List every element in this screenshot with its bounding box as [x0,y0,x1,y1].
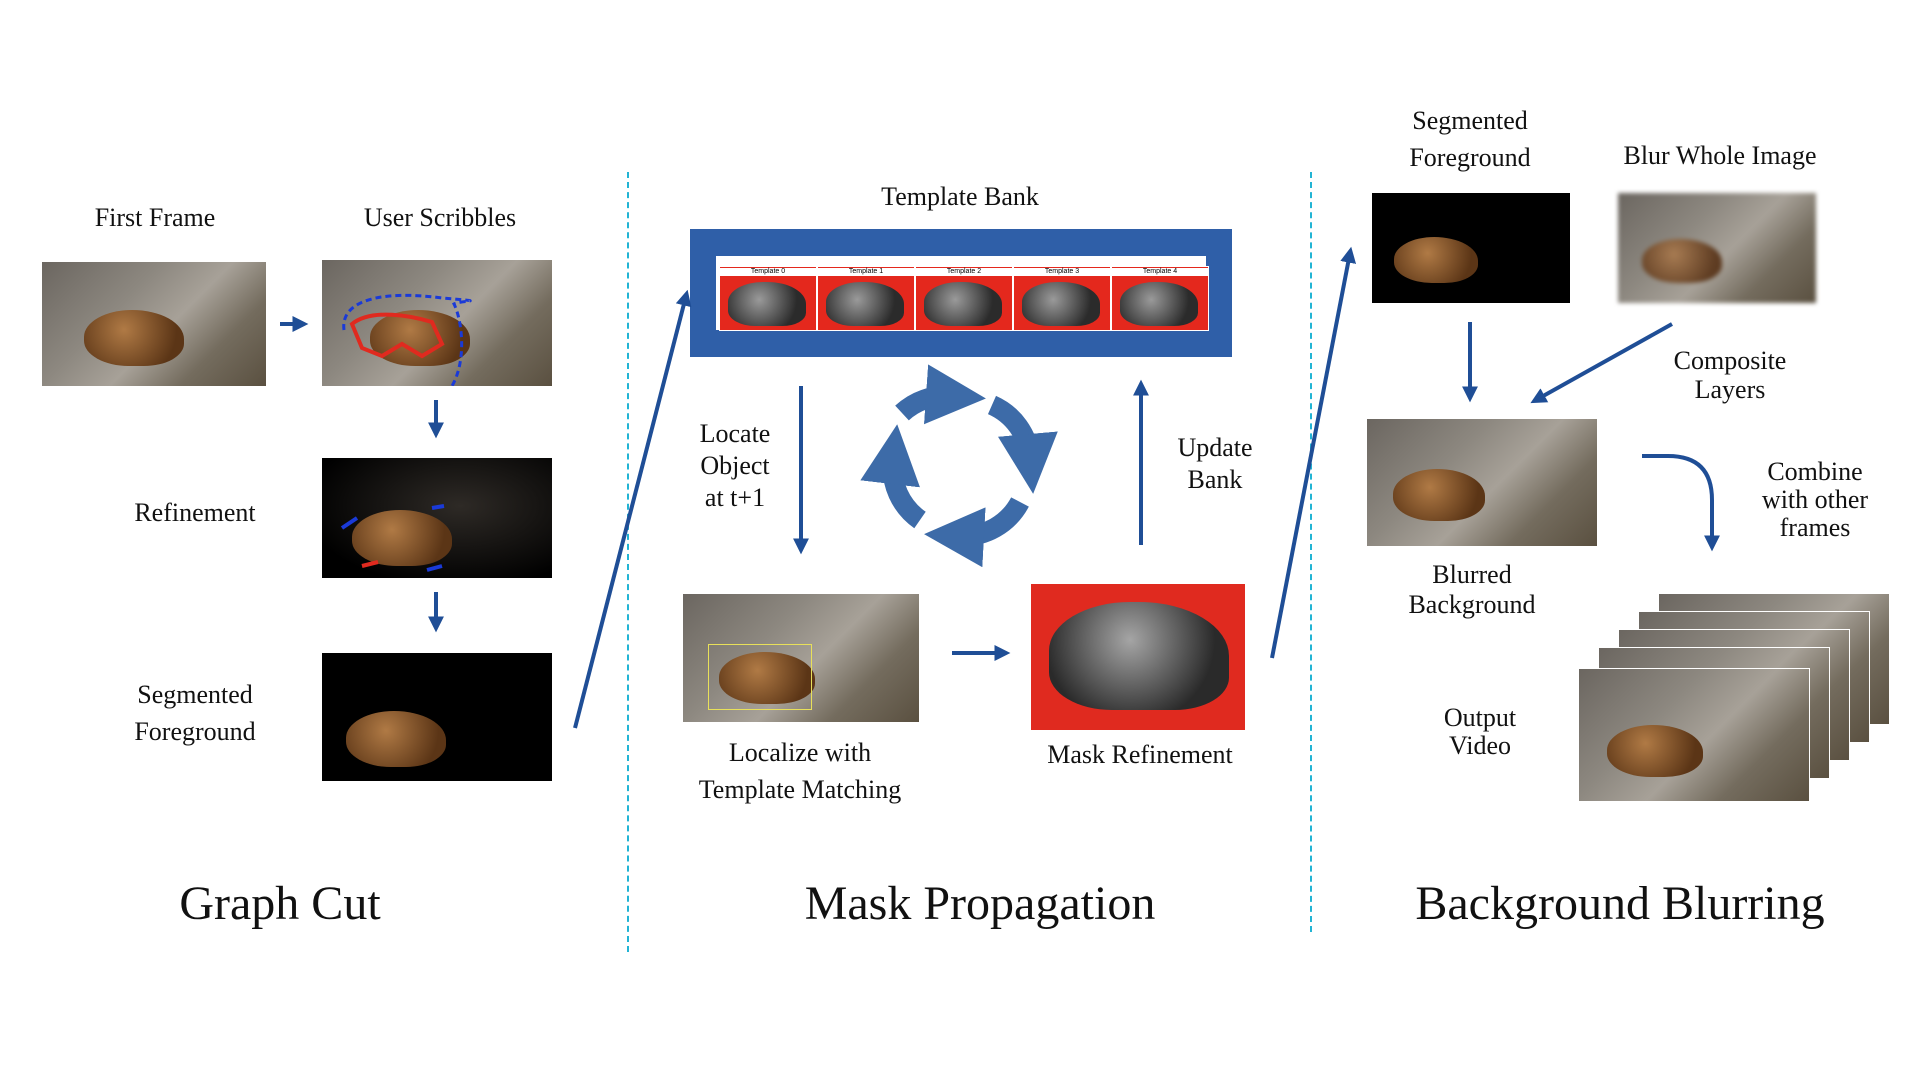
segmented-foreground-image-2 [1372,193,1570,303]
locate-line-3: at t+1 [704,483,766,512]
composite-line-2: Layers [1694,375,1766,404]
video-line: Video [1449,731,1511,760]
template-3-label: Template 3 [1014,268,1110,276]
arrow-graphcut-to-bank [573,289,692,729]
foreground-line-2: Foreground [1409,143,1531,172]
mask-refinement-label: Mask Refinement [1047,740,1233,769]
refinement-image [322,458,552,578]
template-matching-image [683,594,919,722]
scribbles-overlay [342,293,472,386]
localize-line-2: Template Matching [698,775,902,804]
locate-line-2: Object [700,451,770,480]
bear [1607,725,1703,777]
update-bank-label: Update Bank [1160,432,1270,496]
template-3-bear [1022,282,1100,326]
first-frame-label: First Frame [94,203,216,232]
blur-whole-image [1618,193,1816,303]
blur-whole-image-label: Blur Whole Image [1623,141,1817,170]
update-line-1: Update [1177,433,1253,462]
background-blurring-title: Background Blurring [1415,877,1825,930]
arrow-blur-to-blurred [1530,322,1673,404]
segmented-foreground-label-1: Segmented Foreground [100,680,290,747]
output-line: Output [1443,703,1517,732]
composite-layers-label: Composite Layers [1630,346,1830,404]
combine-line-1: Combine [1767,457,1863,486]
template-0-bear [728,282,806,326]
segmented-foreground-label-2: Segmented Foreground [1370,106,1570,173]
segmented-line: Segmented [137,680,253,709]
combine-line-3: frames [1779,513,1851,542]
template-bank-label: Template Bank [881,182,1039,211]
template-1: Template 1 [817,266,915,331]
arrow-mask-to-blurring [1270,246,1357,659]
mask-refinement-image [1031,584,1245,730]
divider-left [627,172,629,952]
bear [346,711,446,767]
template-4-bear [1120,282,1198,326]
bear [84,310,184,366]
combine-label: Combine with other frames [1730,458,1900,542]
foreground-line: Foreground [134,717,256,746]
segmented-line-2: Segmented [1412,106,1528,135]
graph-cut-title: Graph Cut [179,877,381,930]
background-line: Background [1408,590,1536,619]
composite-line-1: Composite [1673,346,1787,375]
template-2-bear [924,282,1002,326]
template-0: Template 0 [719,266,817,331]
first-frame-image [42,262,266,386]
bear [719,652,815,704]
template-1-bear [826,282,904,326]
template-3: Template 3 [1013,266,1111,331]
refinement-label: Refinement [134,498,256,527]
output-video-label: Output Video [1420,704,1540,760]
gray-bear [1049,602,1229,710]
output-video-frame [1578,668,1810,802]
arrow-combine-curve [1642,454,1720,552]
locate-line-1: Locate [699,419,771,448]
refinement-scribbles [340,504,445,572]
user-scribbles-label: User Scribbles [363,203,517,232]
template-4-label: Template 4 [1112,268,1208,276]
localize-label: Localize with Template Matching [660,738,940,805]
template-4: Template 4 [1111,266,1209,331]
combine-line-2: with other [1761,485,1869,514]
blurred-background-image [1367,419,1597,546]
user-scribbles-image [322,260,552,386]
template-2: Template 2 [915,266,1013,331]
template-0-label: Template 0 [720,268,816,276]
bear [352,510,452,566]
bear [1394,237,1478,283]
localize-line-1: Localize with [728,738,872,767]
blurred-line: Blurred [1432,560,1512,589]
segmented-foreground-image-1 [322,653,552,781]
match-bounding-box [708,644,812,710]
locate-object-label: Locate Object at t+1 [680,418,790,514]
bear [1393,469,1485,521]
template-2-label: Template 2 [916,268,1012,276]
update-line-2: Bank [1187,465,1243,494]
blurred-background-label: Blurred Background [1372,560,1572,620]
bear [1642,239,1722,283]
template-1-label: Template 1 [818,268,914,276]
mask-propagation-title: Mask Propagation [804,877,1156,930]
divider-right [1310,172,1312,932]
